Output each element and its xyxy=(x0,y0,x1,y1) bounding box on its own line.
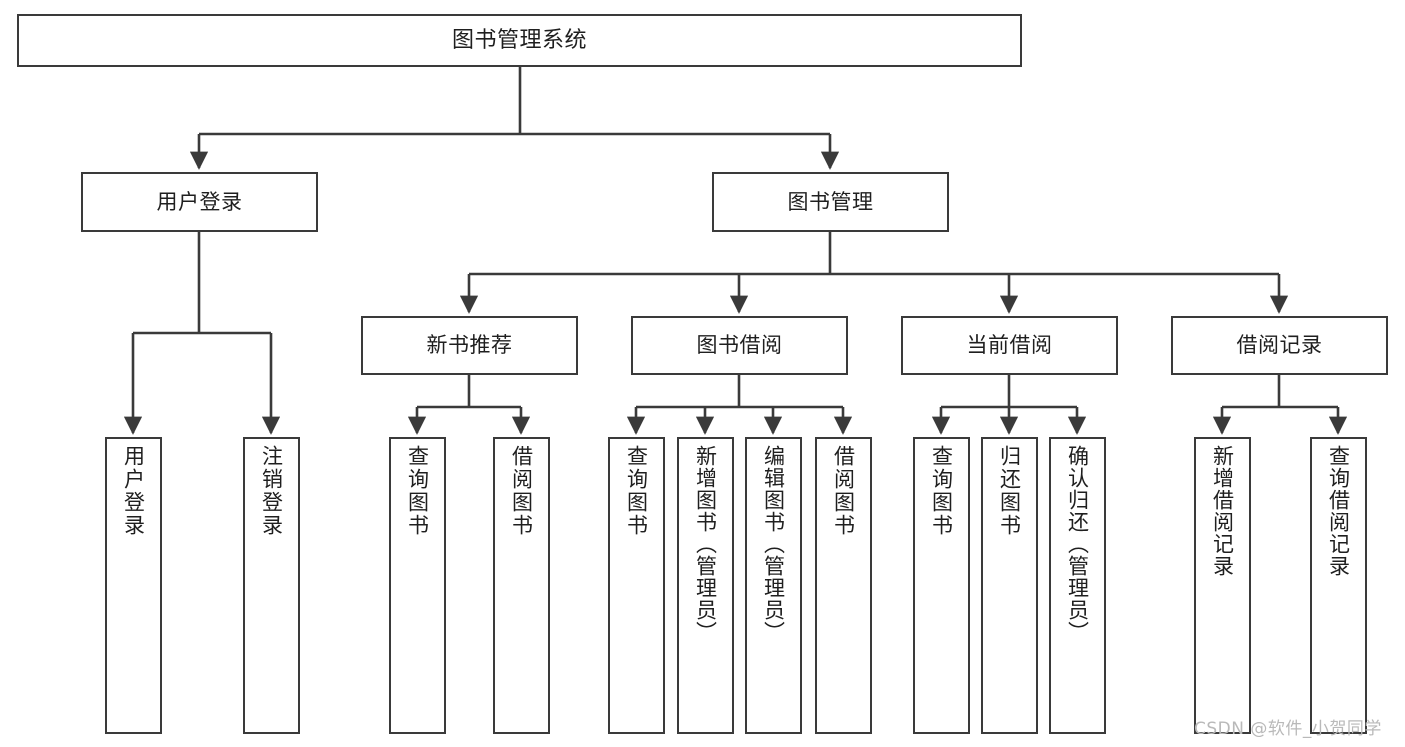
node-book-borrow[interactable]: 图书借阅 xyxy=(631,316,848,375)
node-leaf-user-login[interactable]: 用户登录 xyxy=(105,437,162,734)
node-leaf-query-record-label: 查询借阅记录 xyxy=(1326,445,1351,577)
node-current-borrow[interactable]: 当前借阅 xyxy=(901,316,1118,375)
node-borrow-record[interactable]: 借阅记录 xyxy=(1171,316,1388,375)
csdn-watermark: CSDN @软件_小贺同学 xyxy=(1194,719,1382,739)
node-leaf-query-book-2-label: 查询图书 xyxy=(624,445,649,537)
node-new-book-recommend-label: 新书推荐 xyxy=(426,333,513,358)
node-leaf-query-book-3[interactable]: 查询图书 xyxy=(913,437,970,734)
node-borrow-record-label: 借阅记录 xyxy=(1236,333,1323,358)
node-leaf-add-book-label: 新增图书（管理员） xyxy=(693,445,718,643)
node-root-system[interactable]: 图书管理系统 xyxy=(17,14,1022,67)
node-leaf-return-book-label: 归还图书 xyxy=(997,445,1022,537)
node-leaf-query-book-3-label: 查询图书 xyxy=(929,445,954,537)
node-leaf-query-book-1-label: 查询图书 xyxy=(405,445,430,537)
node-book-management-label: 图书管理 xyxy=(787,189,874,214)
node-leaf-query-book-1[interactable]: 查询图书 xyxy=(389,437,446,734)
node-user-login-label: 用户登录 xyxy=(156,189,243,214)
node-leaf-add-book[interactable]: 新增图书（管理员） xyxy=(677,437,734,734)
node-leaf-user-login-label: 用户登录 xyxy=(121,445,146,537)
node-book-borrow-label: 图书借阅 xyxy=(696,333,783,358)
node-current-borrow-label: 当前借阅 xyxy=(966,333,1053,358)
node-leaf-borrow-book-1[interactable]: 借阅图书 xyxy=(493,437,550,734)
node-leaf-logout-login-label: 注销登录 xyxy=(259,445,284,537)
node-leaf-logout-login[interactable]: 注销登录 xyxy=(243,437,300,734)
node-new-book-recommend[interactable]: 新书推荐 xyxy=(361,316,578,375)
node-leaf-add-record[interactable]: 新增借阅记录 xyxy=(1194,437,1251,734)
node-book-management[interactable]: 图书管理 xyxy=(712,172,949,232)
node-leaf-edit-book-label: 编辑图书（管理员） xyxy=(761,445,786,643)
node-leaf-query-book-2[interactable]: 查询图书 xyxy=(608,437,665,734)
node-leaf-add-record-label: 新增借阅记录 xyxy=(1210,445,1235,577)
node-leaf-borrow-book-2[interactable]: 借阅图书 xyxy=(815,437,872,734)
node-leaf-borrow-book-2-label: 借阅图书 xyxy=(831,445,856,537)
node-leaf-return-book[interactable]: 归还图书 xyxy=(981,437,1038,734)
node-user-login[interactable]: 用户登录 xyxy=(81,172,318,232)
node-leaf-confirm-return[interactable]: 确认归还（管理员） xyxy=(1049,437,1106,734)
node-leaf-edit-book[interactable]: 编辑图书（管理员） xyxy=(745,437,802,734)
node-root-system-label: 图书管理系统 xyxy=(451,27,587,53)
node-leaf-query-record[interactable]: 查询借阅记录 xyxy=(1310,437,1367,734)
node-leaf-borrow-book-1-label: 借阅图书 xyxy=(509,445,534,537)
node-leaf-confirm-return-label: 确认归还（管理员） xyxy=(1065,445,1090,643)
